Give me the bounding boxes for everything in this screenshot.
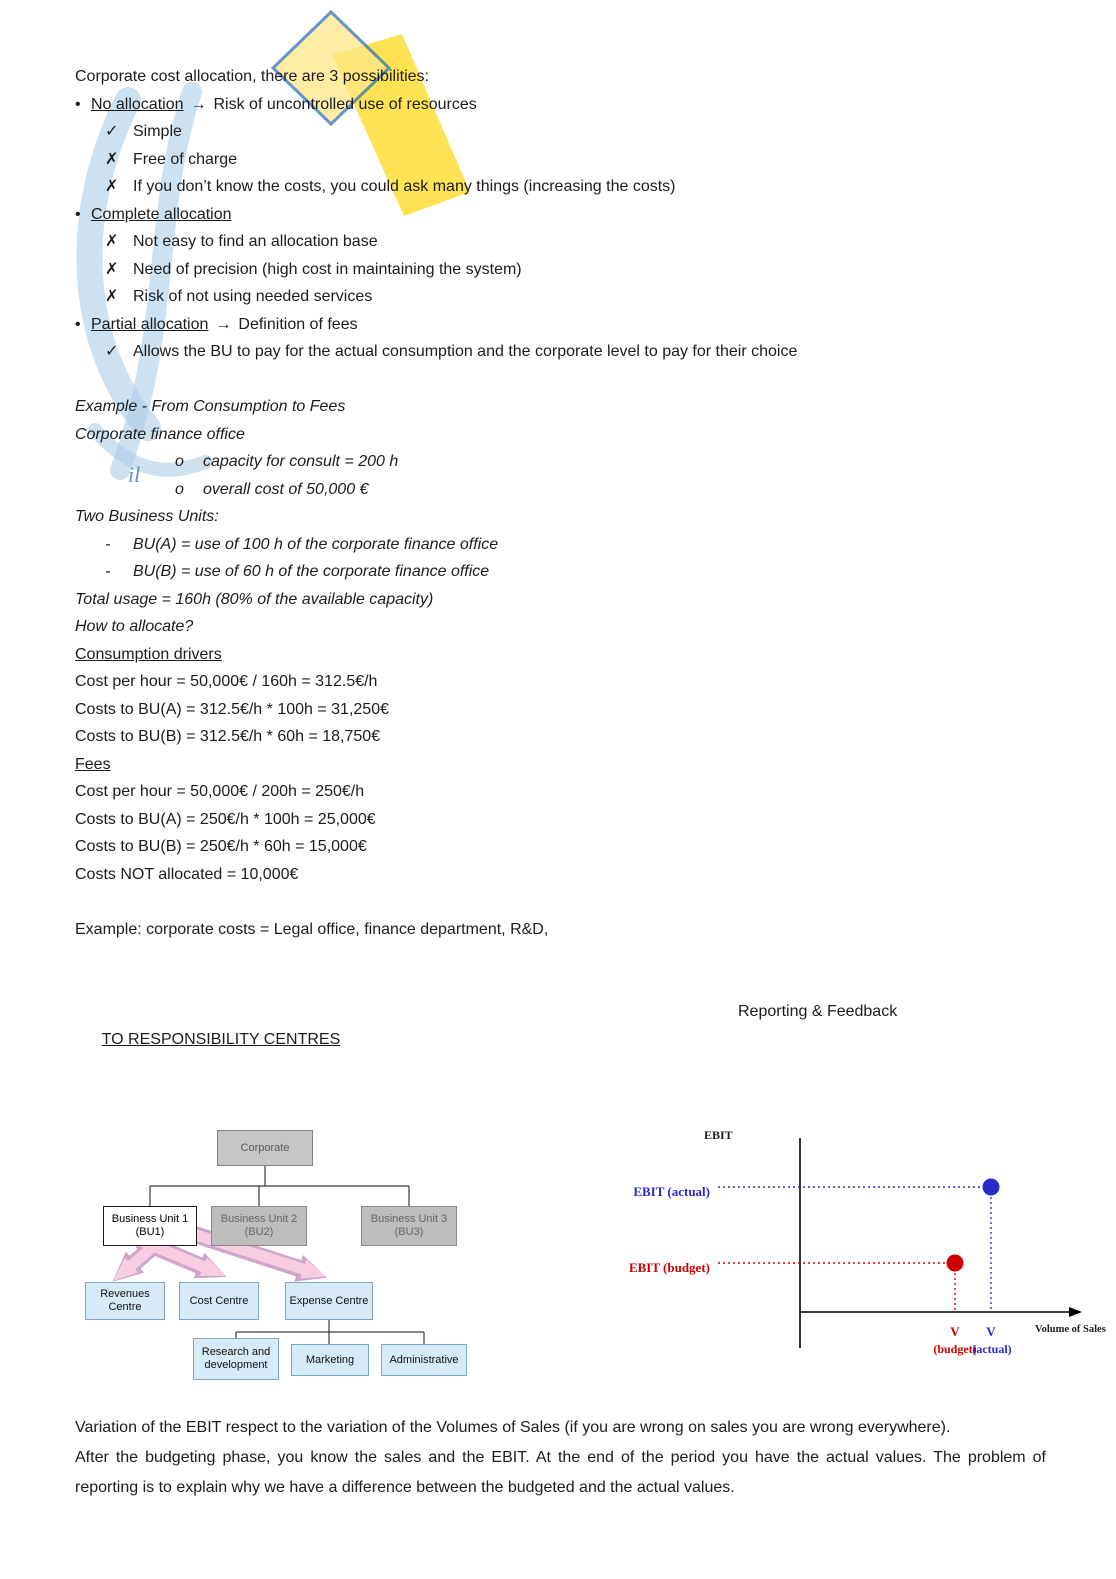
- calc-line: Cost per hour = 50,000€ / 200h = 250€/h: [75, 783, 365, 800]
- fees-heading: Fees: [75, 755, 111, 773]
- calc-line: Cost per hour = 50,000€ / 160h = 312.5€/…: [75, 673, 378, 690]
- arrow-icon: →: [190, 95, 207, 113]
- example-office-point: o capacity for consult = 200 h: [175, 448, 1046, 476]
- point-text: If you don’t know the costs, you could a…: [133, 178, 676, 195]
- footer-paragraphs: Variation of the EBIT respect to the var…: [75, 1413, 1046, 1503]
- calc-line: Costs to BU(A) = 312.5€/h * 100h = 31,25…: [75, 700, 389, 718]
- v-budget-tick: V: [950, 1324, 960, 1339]
- cross-icon: ✗: [105, 260, 119, 278]
- bullet-icon: •: [75, 95, 81, 113]
- example-heading: Example - From Consumption to Fees: [75, 398, 346, 415]
- option-suffix: Definition of fees: [238, 315, 358, 333]
- allocation-point: ✓ Simple: [105, 118, 1046, 146]
- org-box-administrative: Administrative: [381, 1344, 467, 1376]
- responsibility-heading: TO RESPONSIBILITY CENTRES: [101, 1030, 341, 1048]
- allocation-point: ✗ Need of precision (high cost in maintai…: [105, 256, 1046, 284]
- point-text: overall cost of 50,000 €: [203, 480, 369, 498]
- cross-icon: ✗: [105, 288, 119, 305]
- arrow-icon: →: [215, 315, 232, 333]
- org-connector: [149, 1166, 410, 1206]
- intro-title: Corporate cost allocation, there are 3 p…: [75, 68, 429, 85]
- cross-icon: ✗: [105, 233, 119, 250]
- x-axis-label: Volume of Sales: [1035, 1324, 1106, 1335]
- dash-icon: -: [105, 563, 111, 580]
- bu-point: - BU(B) = use of 60 h of the corporate fi…: [105, 558, 1046, 586]
- calc-line: Costs to BU(A) = 250€/h * 100h = 25,000€: [75, 810, 376, 828]
- consumption-heading: Consumption drivers: [75, 645, 222, 663]
- o-bullet-icon: o: [175, 480, 184, 498]
- option-label: No allocation: [91, 95, 184, 113]
- allocation-option: • No allocation → Risk of uncontrolled use …: [75, 91, 1046, 119]
- org-box-revenues-centre: Revenues Centre: [85, 1282, 165, 1320]
- ebit-budget-label: EBIT (budget): [628, 1260, 710, 1275]
- org-connector: [235, 1320, 425, 1344]
- org-box-bu3: Business Unit 3 (BU3): [361, 1206, 457, 1246]
- budget-point: [946, 1254, 964, 1272]
- bullet-icon: •: [75, 315, 81, 333]
- point-text: BU(A) = use of 100 h of the corporate fi…: [133, 535, 499, 553]
- ebit-chart: EBIT EBIT (actual) EBIT (budget) V V (bu…: [610, 1116, 1116, 1401]
- option-label: Complete allocation: [91, 205, 232, 223]
- actual-point: [982, 1178, 1000, 1196]
- org-box-bu2: Business Unit 2 (BU2): [211, 1206, 307, 1246]
- bu-heading: Two Business Units:: [75, 508, 219, 525]
- calc-line: Costs NOT allocated = 10,000€: [75, 865, 299, 883]
- org-box-corporate: Corporate: [217, 1130, 313, 1166]
- option-suffix: Risk of uncontrolled use of resources: [213, 95, 477, 113]
- section-headings: TO RESPONSIBILITY CENTRES Reporting & Fe…: [75, 998, 1046, 1108]
- check-icon: ✓: [105, 343, 119, 360]
- example-office-point: o overall cost of 50,000 €: [175, 476, 1046, 504]
- org-box-cost-centre: Cost Centre: [179, 1282, 259, 1320]
- point-text: capacity for consult = 200 h: [203, 453, 399, 470]
- cross-icon: ✗: [105, 178, 119, 195]
- point-text: Risk of not using needed services: [133, 288, 373, 305]
- v-budget-sub: (budget): [933, 1342, 977, 1356]
- total-usage: Total usage = 160h (80% of the available…: [75, 590, 434, 608]
- document-content: Corporate cost allocation, there are 3 p…: [75, 68, 1106, 1503]
- ebit-actual-label: EBIT (actual): [633, 1184, 710, 1199]
- calc-line: Costs to BU(B) = 312.5€/h * 60h = 18,750…: [75, 728, 381, 745]
- reporting-heading: Reporting & Feedback: [738, 1003, 898, 1020]
- bullet-icon: •: [75, 205, 81, 223]
- diagram-row: Corporate Business Unit 1 (BU1) Business…: [75, 1116, 1106, 1411]
- org-chart: Corporate Business Unit 1 (BU1) Business…: [67, 1122, 587, 1402]
- allocation-option: • Complete allocation: [75, 201, 1046, 229]
- org-box-rnd: Research and development: [193, 1338, 279, 1380]
- option-label: Partial allocation: [91, 315, 209, 333]
- allocation-point: ✗ Not easy to find an allocation base: [105, 228, 1046, 256]
- allocation-point: ✗ Risk of not using needed services: [105, 283, 1046, 311]
- footer-paragraph-2: After the budgeting phase, you know the …: [75, 1449, 1046, 1496]
- corporate-note: Example: corporate costs = Legal office,…: [75, 920, 549, 938]
- v-actual-sub: (actual): [972, 1342, 1012, 1356]
- org-box-bu1: Business Unit 1 (BU1): [103, 1206, 197, 1246]
- check-icon: ✓: [105, 123, 119, 140]
- y-axis-label: EBIT: [704, 1128, 733, 1142]
- bu-point: - BU(A) = use of 100 h of the corporate f…: [105, 531, 1046, 559]
- point-text: Not easy to find an allocation base: [133, 233, 378, 250]
- allocation-point: ✓ Allows the BU to pay for the actual con…: [105, 338, 1046, 366]
- point-text: Free of charge: [133, 150, 238, 168]
- point-text: Allows the BU to pay for the actual cons…: [133, 343, 798, 360]
- point-text: Simple: [133, 123, 182, 140]
- cross-icon: ✗: [105, 150, 119, 168]
- how-to-allocate: How to allocate?: [75, 618, 194, 635]
- org-box-marketing: Marketing: [291, 1344, 369, 1376]
- o-bullet-icon: o: [175, 453, 184, 470]
- x-axis-arrow-icon: [1069, 1307, 1082, 1317]
- ebit-chart-canvas: [718, 1138, 1082, 1348]
- footer-paragraph-1: Variation of the EBIT respect to the var…: [75, 1419, 951, 1436]
- org-box-expense-centre: Expense Centre: [285, 1282, 373, 1320]
- allocation-point: ✗ Free of charge: [105, 146, 1046, 174]
- allocation-point: ✗ If you don’t know the costs, you could …: [105, 173, 1046, 201]
- calc-line: Costs to BU(B) = 250€/h * 60h = 15,000€: [75, 838, 367, 855]
- allocation-option: • Partial allocation → Definition of fees: [75, 311, 1046, 339]
- point-text: BU(B) = use of 60 h of the corporate fin…: [133, 563, 490, 580]
- v-actual-tick: V: [986, 1324, 996, 1339]
- point-text: Need of precision (high cost in maintain…: [133, 260, 522, 278]
- dash-icon: -: [105, 535, 111, 553]
- example-office: Corporate finance office: [75, 425, 245, 443]
